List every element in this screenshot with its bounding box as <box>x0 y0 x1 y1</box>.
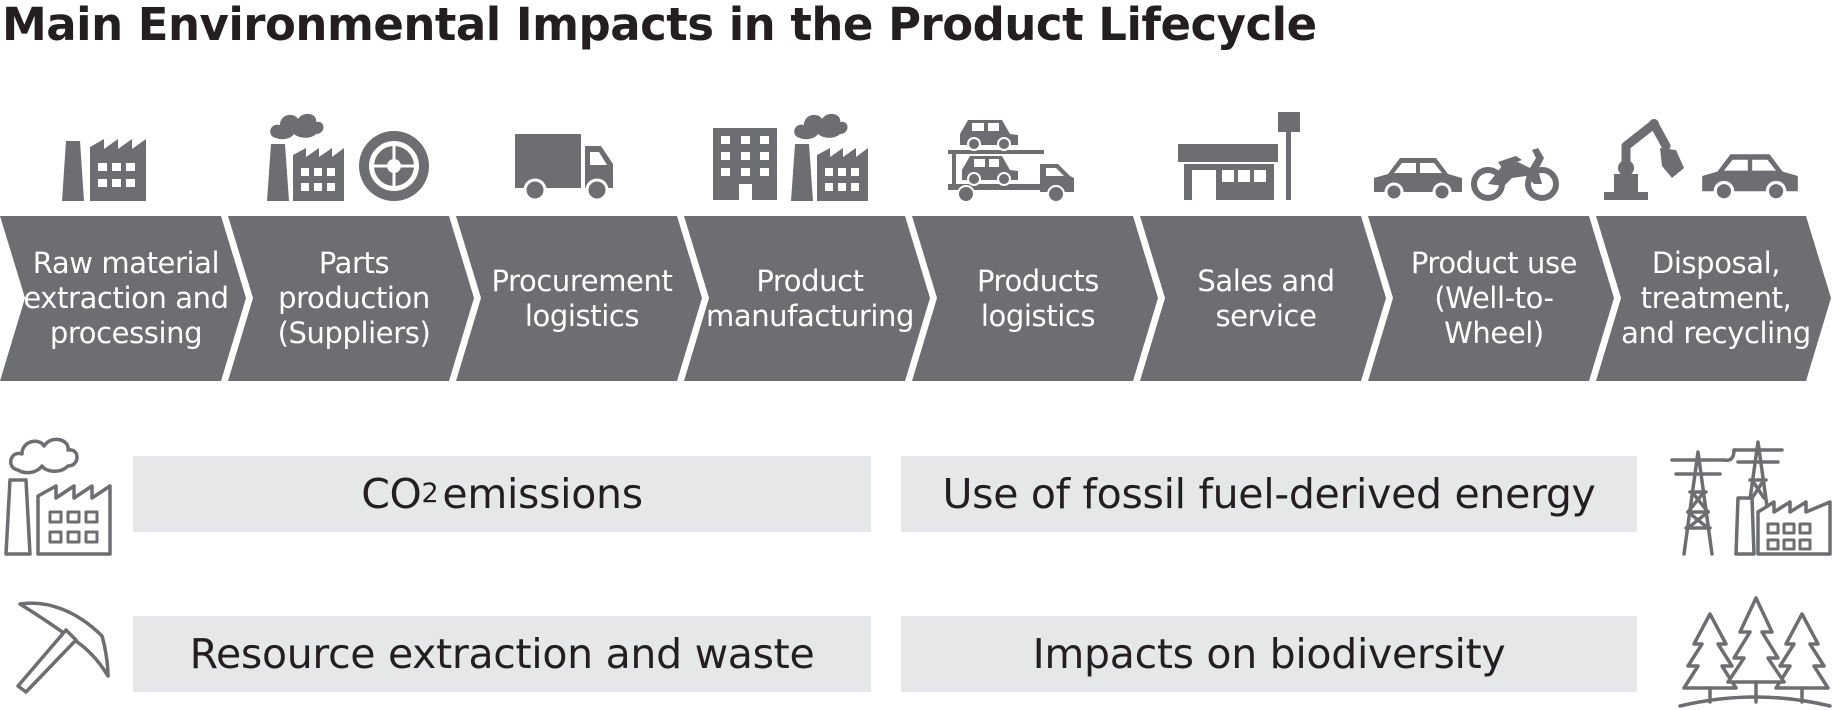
impact-biodiversity: Impacts on biodiversity <box>901 616 1637 692</box>
stage-chevron <box>456 216 702 381</box>
pickaxe-icon <box>16 601 110 694</box>
truck-icon <box>515 134 613 202</box>
car-icon <box>1702 154 1798 202</box>
stage-chevron <box>0 216 246 381</box>
stage-label-procurement-logistics: Procurement logistics <box>491 263 673 333</box>
impact-co2-prefix: CO <box>361 470 422 518</box>
stage-chevron <box>228 216 474 381</box>
stage-chevron <box>912 216 1158 381</box>
factory-icon <box>62 139 146 201</box>
impact-resource-extraction: Resource extraction and waste <box>133 616 871 692</box>
stage-chevron <box>684 216 930 381</box>
dealership-icon <box>1178 112 1300 200</box>
stage-label-disposal: Disposal, treatment, and recycling <box>1621 246 1811 350</box>
smoking-factory-icon <box>267 113 344 201</box>
stage-chevron <box>1368 216 1614 381</box>
smoking-factory-icon <box>791 113 868 201</box>
smoking-factory-outline-icon <box>4 437 112 556</box>
stage-label-raw-material: Raw material extraction and processing <box>23 246 229 350</box>
office-building-icon <box>713 128 777 200</box>
car-carrier-truck-icon <box>948 120 1074 203</box>
tire-icon <box>359 131 429 201</box>
stage-label-parts-production: Parts production (Suppliers) <box>277 246 431 350</box>
stage-label-products-logistics: Products logistics <box>976 263 1100 333</box>
lifecycle-chevron-band <box>0 216 1831 381</box>
motorcycle-icon <box>1471 148 1559 201</box>
diagram-title: Main Environmental Impacts in the Produc… <box>2 0 1317 51</box>
stage-label-product-manufacturing: Product manufacturing <box>705 263 915 333</box>
excavator-arm-icon <box>1604 119 1684 200</box>
stage-chevron <box>1140 216 1386 381</box>
car-icon <box>1374 158 1462 202</box>
stage-chevron <box>1596 216 1831 381</box>
impact-fossil-fuel-energy: Use of fossil fuel-derived energy <box>901 456 1637 532</box>
impact-co2-suffix: emissions <box>442 470 643 518</box>
stage-label-sales-service: Sales and service <box>1197 263 1335 333</box>
stage-label-product-use: Product use (Well-to- Wheel) <box>1410 246 1578 350</box>
power-tower-factory-icon <box>1670 440 1832 556</box>
forest-icon <box>1678 596 1832 708</box>
